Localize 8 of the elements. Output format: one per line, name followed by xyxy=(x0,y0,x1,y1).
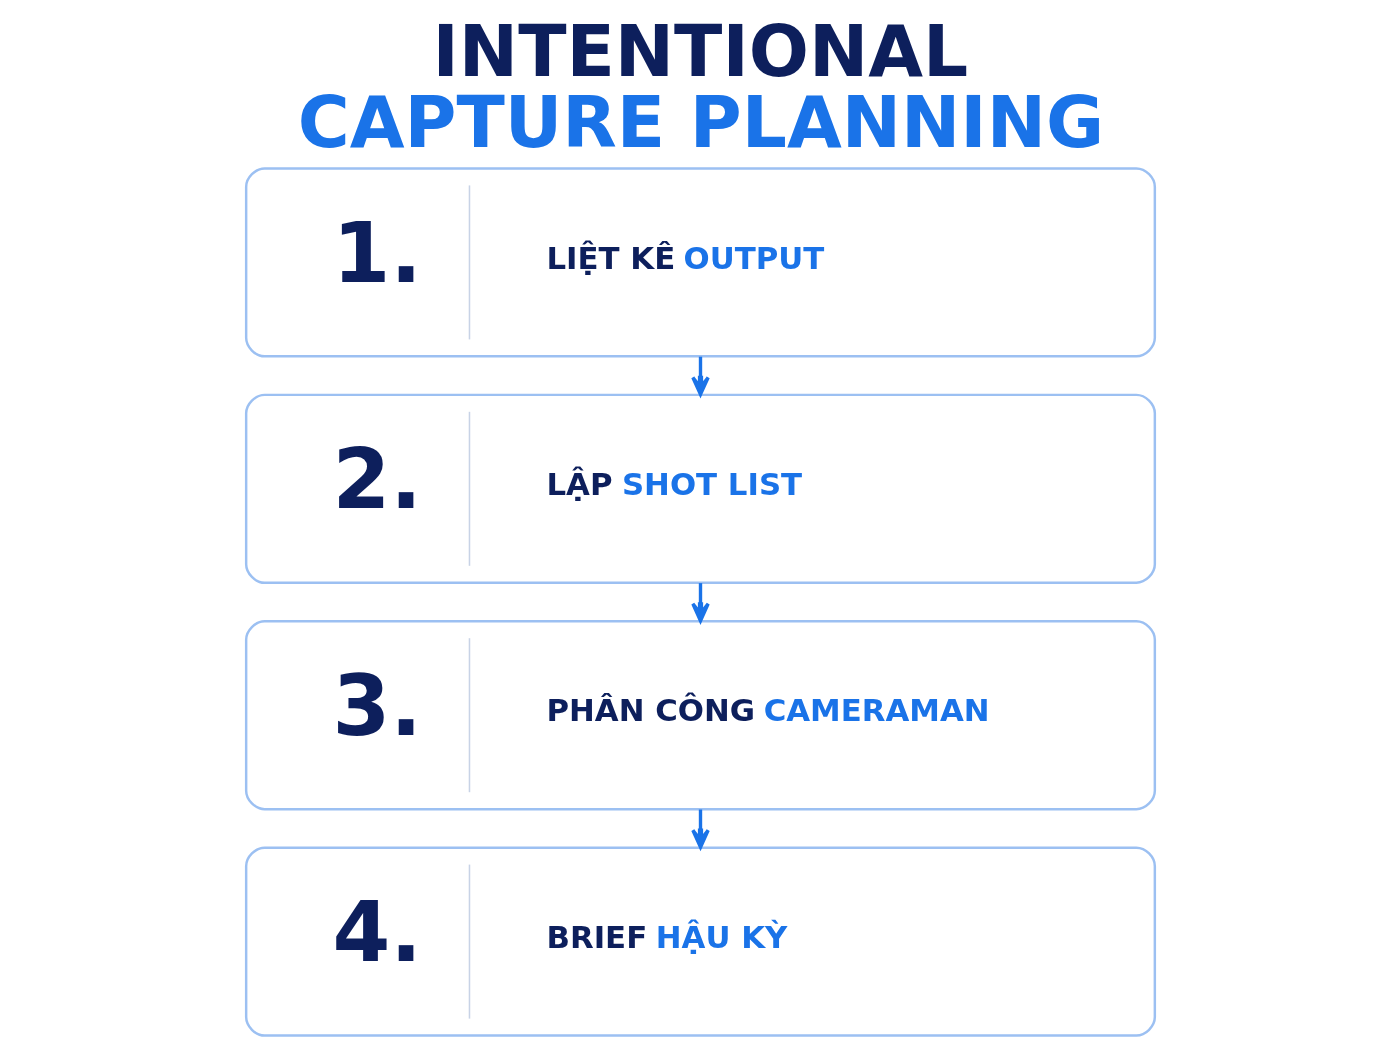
node-box: 1. LIỆT KÊ OUTPUT xyxy=(244,167,1156,358)
arrow xyxy=(690,356,710,397)
arrow xyxy=(690,583,710,623)
diagram-title: INTENTIONAL CAPTURE PLANNING xyxy=(297,9,1104,164)
arrow xyxy=(690,809,710,849)
node-box: 2. LẬP SHOT LIST xyxy=(244,393,1156,584)
node-box: 4. BRIEF HẬU KỲ xyxy=(244,846,1156,1037)
node-box: 3. PHÂN CÔNG CAMERAMAN xyxy=(244,620,1156,811)
